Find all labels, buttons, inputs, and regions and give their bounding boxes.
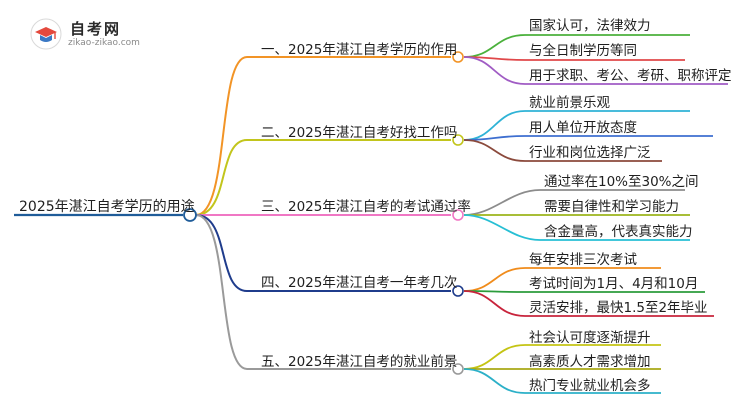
logo-name: 自考网 bbox=[70, 20, 122, 38]
graduation-cap-icon bbox=[30, 18, 62, 50]
leaf-connector-3-3 bbox=[463, 214, 545, 241]
leaf-1-3: 用于求职、考公、考研、职称评定 bbox=[529, 68, 732, 84]
leaf-connector-4-3 bbox=[463, 290, 530, 317]
root-topic: 2025年湛江自考学历的用途 bbox=[19, 199, 195, 215]
branch-connector-2 bbox=[195, 139, 257, 216]
branch-node-1 bbox=[452, 51, 464, 63]
root-node bbox=[183, 208, 197, 222]
branch-node-2 bbox=[452, 134, 464, 146]
leaf-connector-2-1 bbox=[463, 110, 530, 141]
leaf-4-1: 每年安排三次考试 bbox=[529, 252, 637, 268]
branch-node-3 bbox=[452, 209, 464, 221]
leaf-4-2: 考试时间为1月、4月和10月 bbox=[529, 276, 699, 292]
leaf-connector-5-3 bbox=[463, 368, 530, 394]
leaf-4-3: 灵活安排，最快1.5至2年毕业 bbox=[529, 300, 708, 316]
leaf-2-1: 就业前景乐观 bbox=[529, 95, 610, 111]
leaf-3-1: 通过率在10%至30%之间 bbox=[544, 174, 699, 190]
leaf-2-2: 用人单位开放态度 bbox=[529, 120, 637, 136]
branch-4-label: 四、2025年湛江自考一年考几次 bbox=[261, 275, 458, 291]
branch-connector-1 bbox=[195, 56, 257, 216]
branch-5-label: 五、2025年湛江自考的就业前景 bbox=[261, 354, 458, 370]
branch-node-4 bbox=[452, 285, 464, 297]
leaf-5-2: 高素质人才需求增加 bbox=[529, 354, 651, 370]
branch-connector-5 bbox=[195, 214, 257, 370]
leaf-1-2: 与全日制学历等同 bbox=[529, 43, 637, 59]
branch-2-label: 二、2025年湛江自考好找工作吗 bbox=[261, 125, 458, 141]
leaf-connector-5-1 bbox=[463, 344, 530, 370]
leaf-1-1: 国家认可，法律效力 bbox=[529, 18, 651, 34]
branch-connector-4 bbox=[195, 214, 257, 292]
leaf-connector-1-3 bbox=[463, 56, 530, 85]
leaf-connector-3-1 bbox=[463, 189, 545, 216]
leaf-connector-2-3 bbox=[463, 139, 530, 162]
logo-url: zikao-zikao.com bbox=[68, 38, 140, 48]
leaf-3-2: 需要自律性和学习能力 bbox=[544, 199, 679, 215]
leaf-5-1: 社会认可度逐渐提升 bbox=[529, 330, 651, 346]
leaf-connector-1-1 bbox=[463, 34, 530, 58]
branch-1-label: 一、2025年湛江自考学历的作用 bbox=[261, 42, 458, 58]
leaf-connector-4-1 bbox=[463, 267, 530, 292]
leaf-3-3: 含金量高，代表真实能力 bbox=[544, 224, 693, 240]
branch-3-label: 三、2025年湛江自考的考试通过率 bbox=[261, 199, 471, 215]
leaf-5-3: 热门专业就业机会多 bbox=[529, 378, 651, 394]
site-logo: 自考网 zikao-zikao.com bbox=[30, 16, 170, 56]
branch-node-5 bbox=[452, 363, 464, 375]
leaf-2-3: 行业和岗位选择广泛 bbox=[529, 145, 651, 161]
